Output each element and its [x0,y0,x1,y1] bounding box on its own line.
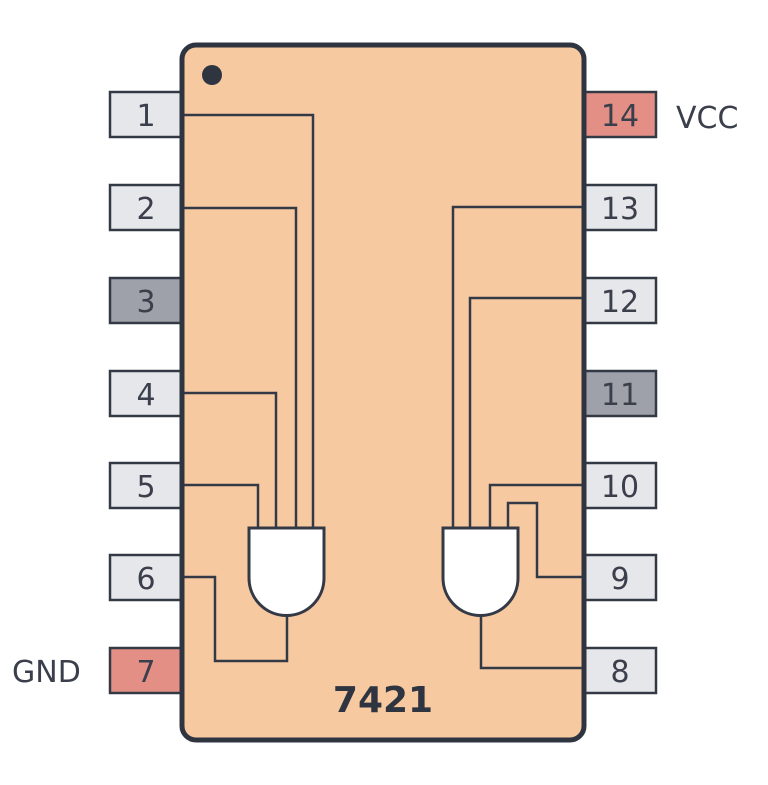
pin-11-label: 11 [601,378,639,413]
pin-10-label: 10 [601,470,639,505]
pin-5-label: 5 [136,470,155,505]
pin-6-label: 6 [136,562,155,597]
pin-12-label: 12 [601,285,639,320]
and-gate-2 [441,526,520,617]
pin-1-label: 1 [136,99,155,134]
vcc-label: VCC [676,101,738,136]
pin-1: 1 [108,90,184,139]
pin-3-label: 3 [136,285,155,320]
pin-8-label: 8 [610,655,629,690]
pin-9-label: 9 [610,562,629,597]
pin-9: 9 [582,553,658,602]
pin-13: 13 [582,183,658,232]
pin-12: 12 [582,276,658,325]
pin-7: 7 [108,646,184,695]
pin-11: 11 [582,369,658,418]
pin-1-indicator-dot [202,65,222,85]
pin-3: 3 [108,276,184,325]
pin-6: 6 [108,553,184,602]
chip-title: 7421 [333,680,433,721]
pin-7-label: 7 [136,655,155,690]
pin-2: 2 [108,183,184,232]
gate-1-wires [184,113,315,663]
pin-8: 8 [582,646,658,695]
pin-10: 10 [582,461,658,510]
gnd-label: GND [12,655,81,690]
pin-13-label: 13 [601,192,639,227]
pin-4-label: 4 [136,378,155,413]
pin-2-label: 2 [136,192,155,227]
and-gate-1 [247,526,326,617]
pin-5: 5 [108,461,184,510]
pin-4: 4 [108,369,184,418]
pin-14-label: 14 [601,99,639,134]
pin-14: 14 [582,90,658,139]
gate-2-wires [451,205,582,670]
